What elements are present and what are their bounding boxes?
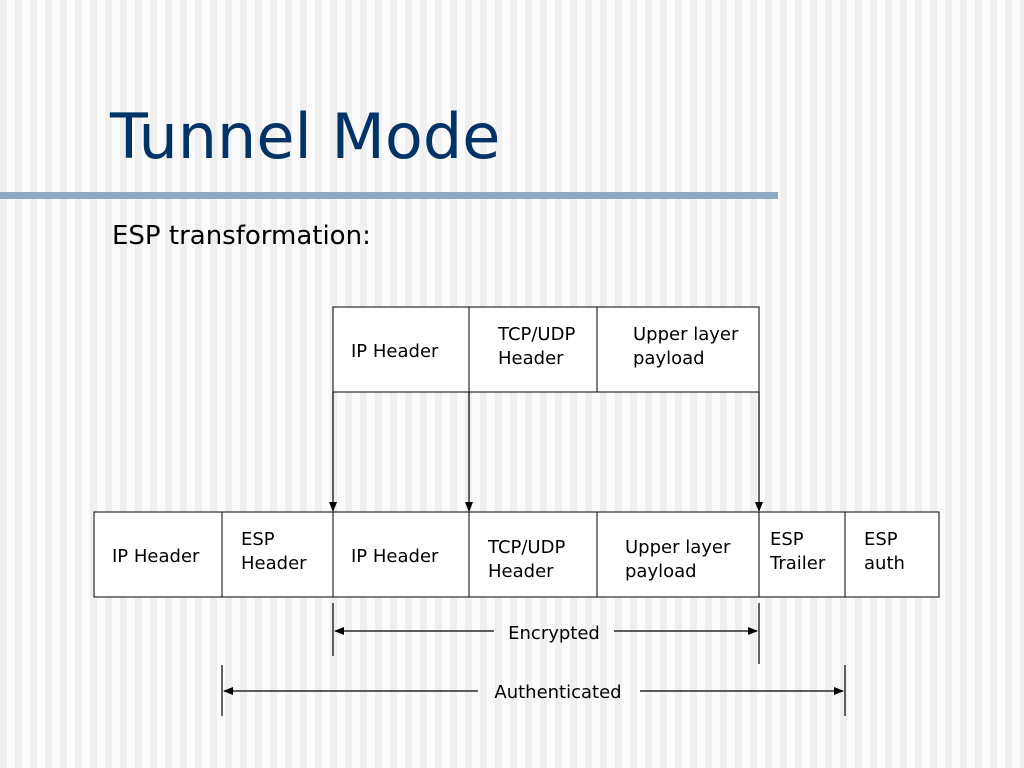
esp-cell-esp-header [221,511,334,598]
esp-new-ip-header-label: IP Header [112,546,200,567]
authenticated-label: Authenticated [494,682,621,703]
slide-subtitle: ESP transformation: [112,221,371,251]
esp-cell-tcp-udp-header [468,511,598,598]
orig-payload-label: Upper layer payload [633,324,744,369]
orig-tcp-udp-label: TCP/UDP Header [497,324,581,369]
encrypted-label: Encrypted [508,623,600,644]
esp-cell-esp-trailer [758,511,846,598]
esp-inner-ip-header-label: IP Header [351,546,439,567]
orig-cell-tcp-udp-header [468,306,598,393]
esp-packet [93,511,940,598]
orig-cell-upper-layer-payload [596,306,760,393]
esp-header-label: ESP Header [241,529,307,574]
original-packet [332,306,760,393]
esp-cell-ip-header [332,511,470,598]
orig-ip-header-label: IP Header [351,341,439,362]
esp-payload-label: Upper layer payload [625,537,736,582]
orig-cell-ip-header [332,306,470,393]
mapping-arrows [329,392,763,512]
esp-tcp-udp-label: TCP/UDP Header [487,537,571,582]
esp-cell-esp-auth [844,511,940,598]
slide-title: Tunnel Mode [110,100,501,173]
authenticated-range [221,665,846,716]
encrypted-range [332,603,760,664]
esp-cell-new-ip-header [93,511,223,598]
title-divider [0,192,778,199]
esp-auth-label: ESP auth [864,529,905,574]
esp-trailer-label: ESP Trailer [769,529,826,574]
esp-cell-upper-layer-payload [596,511,760,598]
